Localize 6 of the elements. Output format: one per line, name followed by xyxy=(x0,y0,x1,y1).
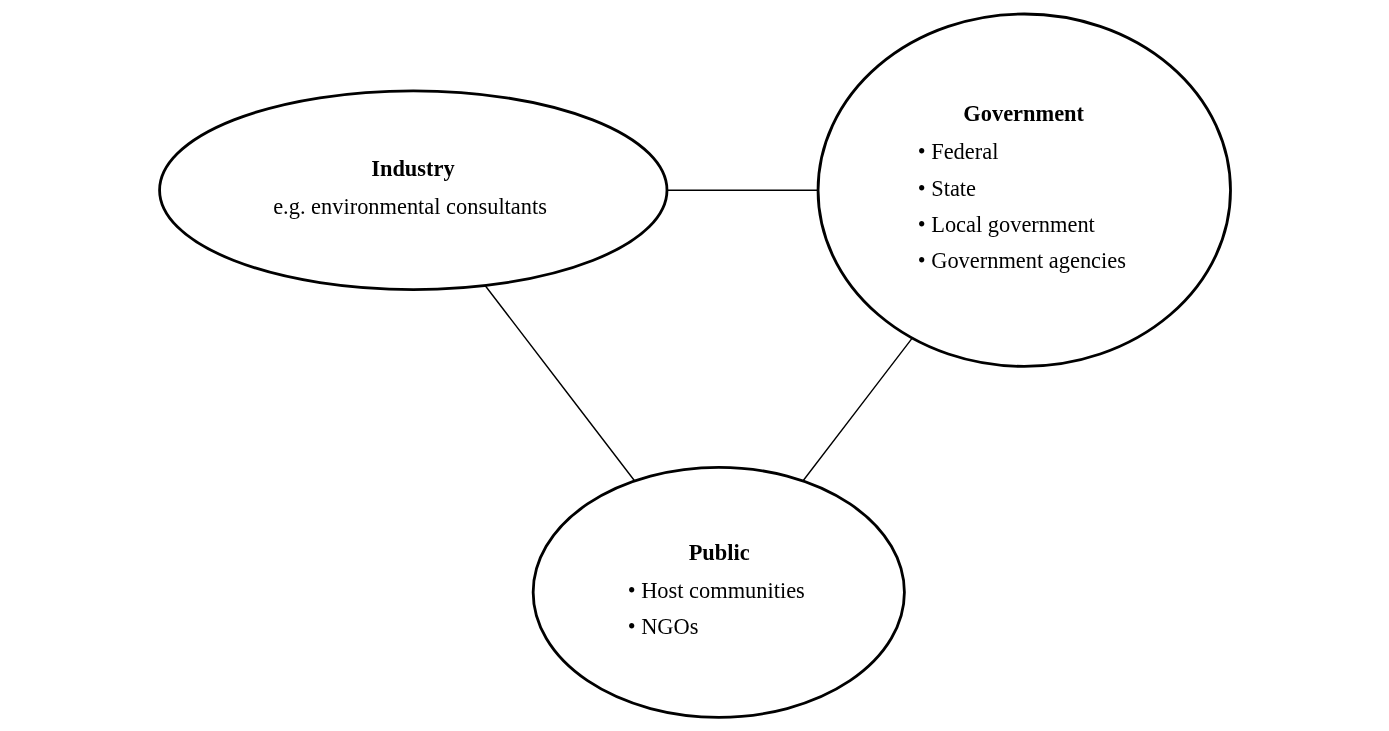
node-ellipse: Public • Host communities • NGOs xyxy=(531,465,906,719)
connector xyxy=(802,337,913,482)
connector xyxy=(666,189,819,191)
connector xyxy=(484,285,635,482)
node-ellipse: Industry e.g. environmental consultants xyxy=(157,89,668,291)
node-ellipse: Government • Federal • State • Local government • Government agencies xyxy=(816,12,1232,368)
